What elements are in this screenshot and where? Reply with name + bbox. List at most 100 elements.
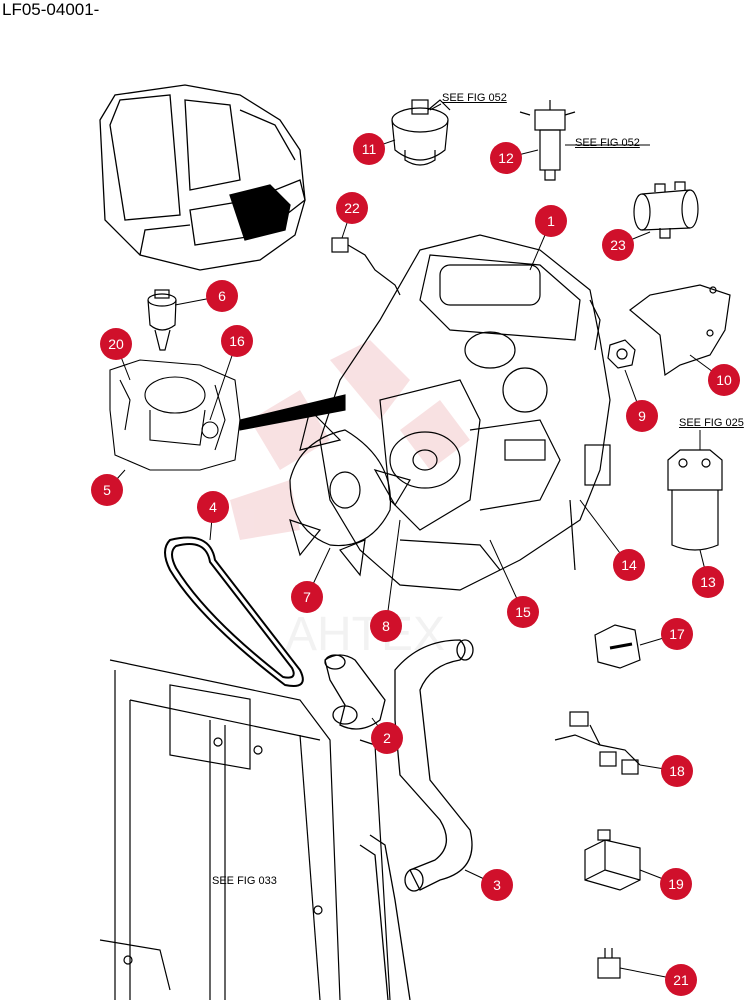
callout-circle [535,205,567,237]
part-4-fan-belt [164,536,304,687]
callout-number: 23 [610,237,626,253]
callout-circle [91,474,123,506]
callout-circle [100,328,132,360]
callout-number: 4 [209,499,217,515]
drawing-id: LF05-04001- [2,0,100,19]
part-3-radiator-hose [359,639,474,1000]
callout-circle [371,722,403,754]
callout-circle [353,133,385,165]
callout-5[interactable]: 5 [91,474,123,506]
callout-number: 20 [108,336,124,352]
callout-circle [660,868,692,900]
see-fig-033-label[interactable]: SEE FIG 033 [212,875,277,887]
callout-number: 6 [218,288,226,304]
part-11-filter-head [391,99,451,166]
part-19-relay [584,829,641,891]
callout-7[interactable]: 7 [291,581,323,613]
watermark-logo: AHTEX [230,340,470,661]
callout-circle [206,280,238,312]
part-12-water-separator [519,100,576,181]
callout-number: 17 [669,626,685,642]
see-fig-052-label-right[interactable]: SEE FIG 052 [575,137,640,149]
callout-circle [197,491,229,523]
callout-1[interactable]: 1 [535,205,567,237]
callout-number: 3 [493,877,501,893]
callout-10[interactable]: 10 [708,364,740,396]
callout-3[interactable]: 3 [481,869,513,901]
see-fig-025-label[interactable]: SEE FIG 025 [679,417,744,429]
thermostat-housing-detail [109,359,346,471]
leader-lines [106,103,725,981]
callout-circle [626,400,658,432]
part-9-gasket [607,339,636,369]
callout-21[interactable]: 21 [665,964,697,996]
callout-number: 16 [229,333,245,349]
engine-assembly [319,234,611,591]
excavator-cab-drawing [99,84,306,271]
callout-number: 7 [303,589,311,605]
callout-18[interactable]: 18 [661,755,693,787]
part-21-relay [597,948,621,979]
callout-number: 18 [669,763,685,779]
callout-circle [370,610,402,642]
see-fig-052-label-top[interactable]: SEE FIG 052 [442,92,507,104]
callout-22[interactable]: 22 [336,192,368,224]
callout-number: 21 [673,972,689,988]
callout-4[interactable]: 4 [197,491,229,523]
callout-number: 2 [383,730,391,746]
callout-number: 22 [344,200,360,216]
callout-number: 8 [382,618,390,634]
callout-19[interactable]: 19 [660,868,692,900]
callout-11[interactable]: 11 [353,133,385,165]
callout-12[interactable]: 12 [490,142,522,174]
callout-circle [490,142,522,174]
callout-circle [336,192,368,224]
callout-circle [613,549,645,581]
callout-circle [661,755,693,787]
part-13-oil-filter [667,449,723,551]
radiator-drawing [99,659,391,1000]
part-10-heat-shield [629,284,731,377]
part-22-sensor [331,237,401,296]
callout-17[interactable]: 17 [661,618,693,650]
callout-number: 14 [621,557,637,573]
callout-15[interactable]: 15 [507,596,539,628]
callout-number: 10 [716,372,732,388]
callout-8[interactable]: 8 [370,610,402,642]
callout-circle [507,596,539,628]
callout-6[interactable]: 6 [206,280,238,312]
part-18-harness [554,711,641,775]
watermark-text: AHTEX [285,608,445,661]
callout-circle [221,325,253,357]
part-23-solenoid [633,181,699,239]
callout-16[interactable]: 16 [221,325,253,357]
callout-number: 13 [700,574,716,590]
callout-number: 12 [498,150,514,166]
callout-circle [481,869,513,901]
part-7-cooling-fan [289,408,411,577]
callout-circle [665,964,697,996]
callout-number: 1 [547,213,555,229]
callout-circle [692,566,724,598]
callout-number: 15 [515,604,531,620]
callout-number: 5 [103,482,111,498]
part-6-thermostat [147,289,177,351]
callout-number: 9 [638,408,646,424]
callout-9[interactable]: 9 [626,400,658,432]
callout-number: 19 [668,876,684,892]
callout-circle [661,618,693,650]
callout-2[interactable]: 2 [371,722,403,754]
callout-14[interactable]: 14 [613,549,645,581]
callout-number: 11 [362,141,377,157]
part-2-radiator-hose [324,654,386,730]
callout-circle [708,364,740,396]
callout-circle [602,229,634,261]
callout-circle [291,581,323,613]
callout-13[interactable]: 13 [692,566,724,598]
part-17-controller [594,624,641,669]
callout-23[interactable]: 23 [602,229,634,261]
callout-20[interactable]: 20 [100,328,132,360]
